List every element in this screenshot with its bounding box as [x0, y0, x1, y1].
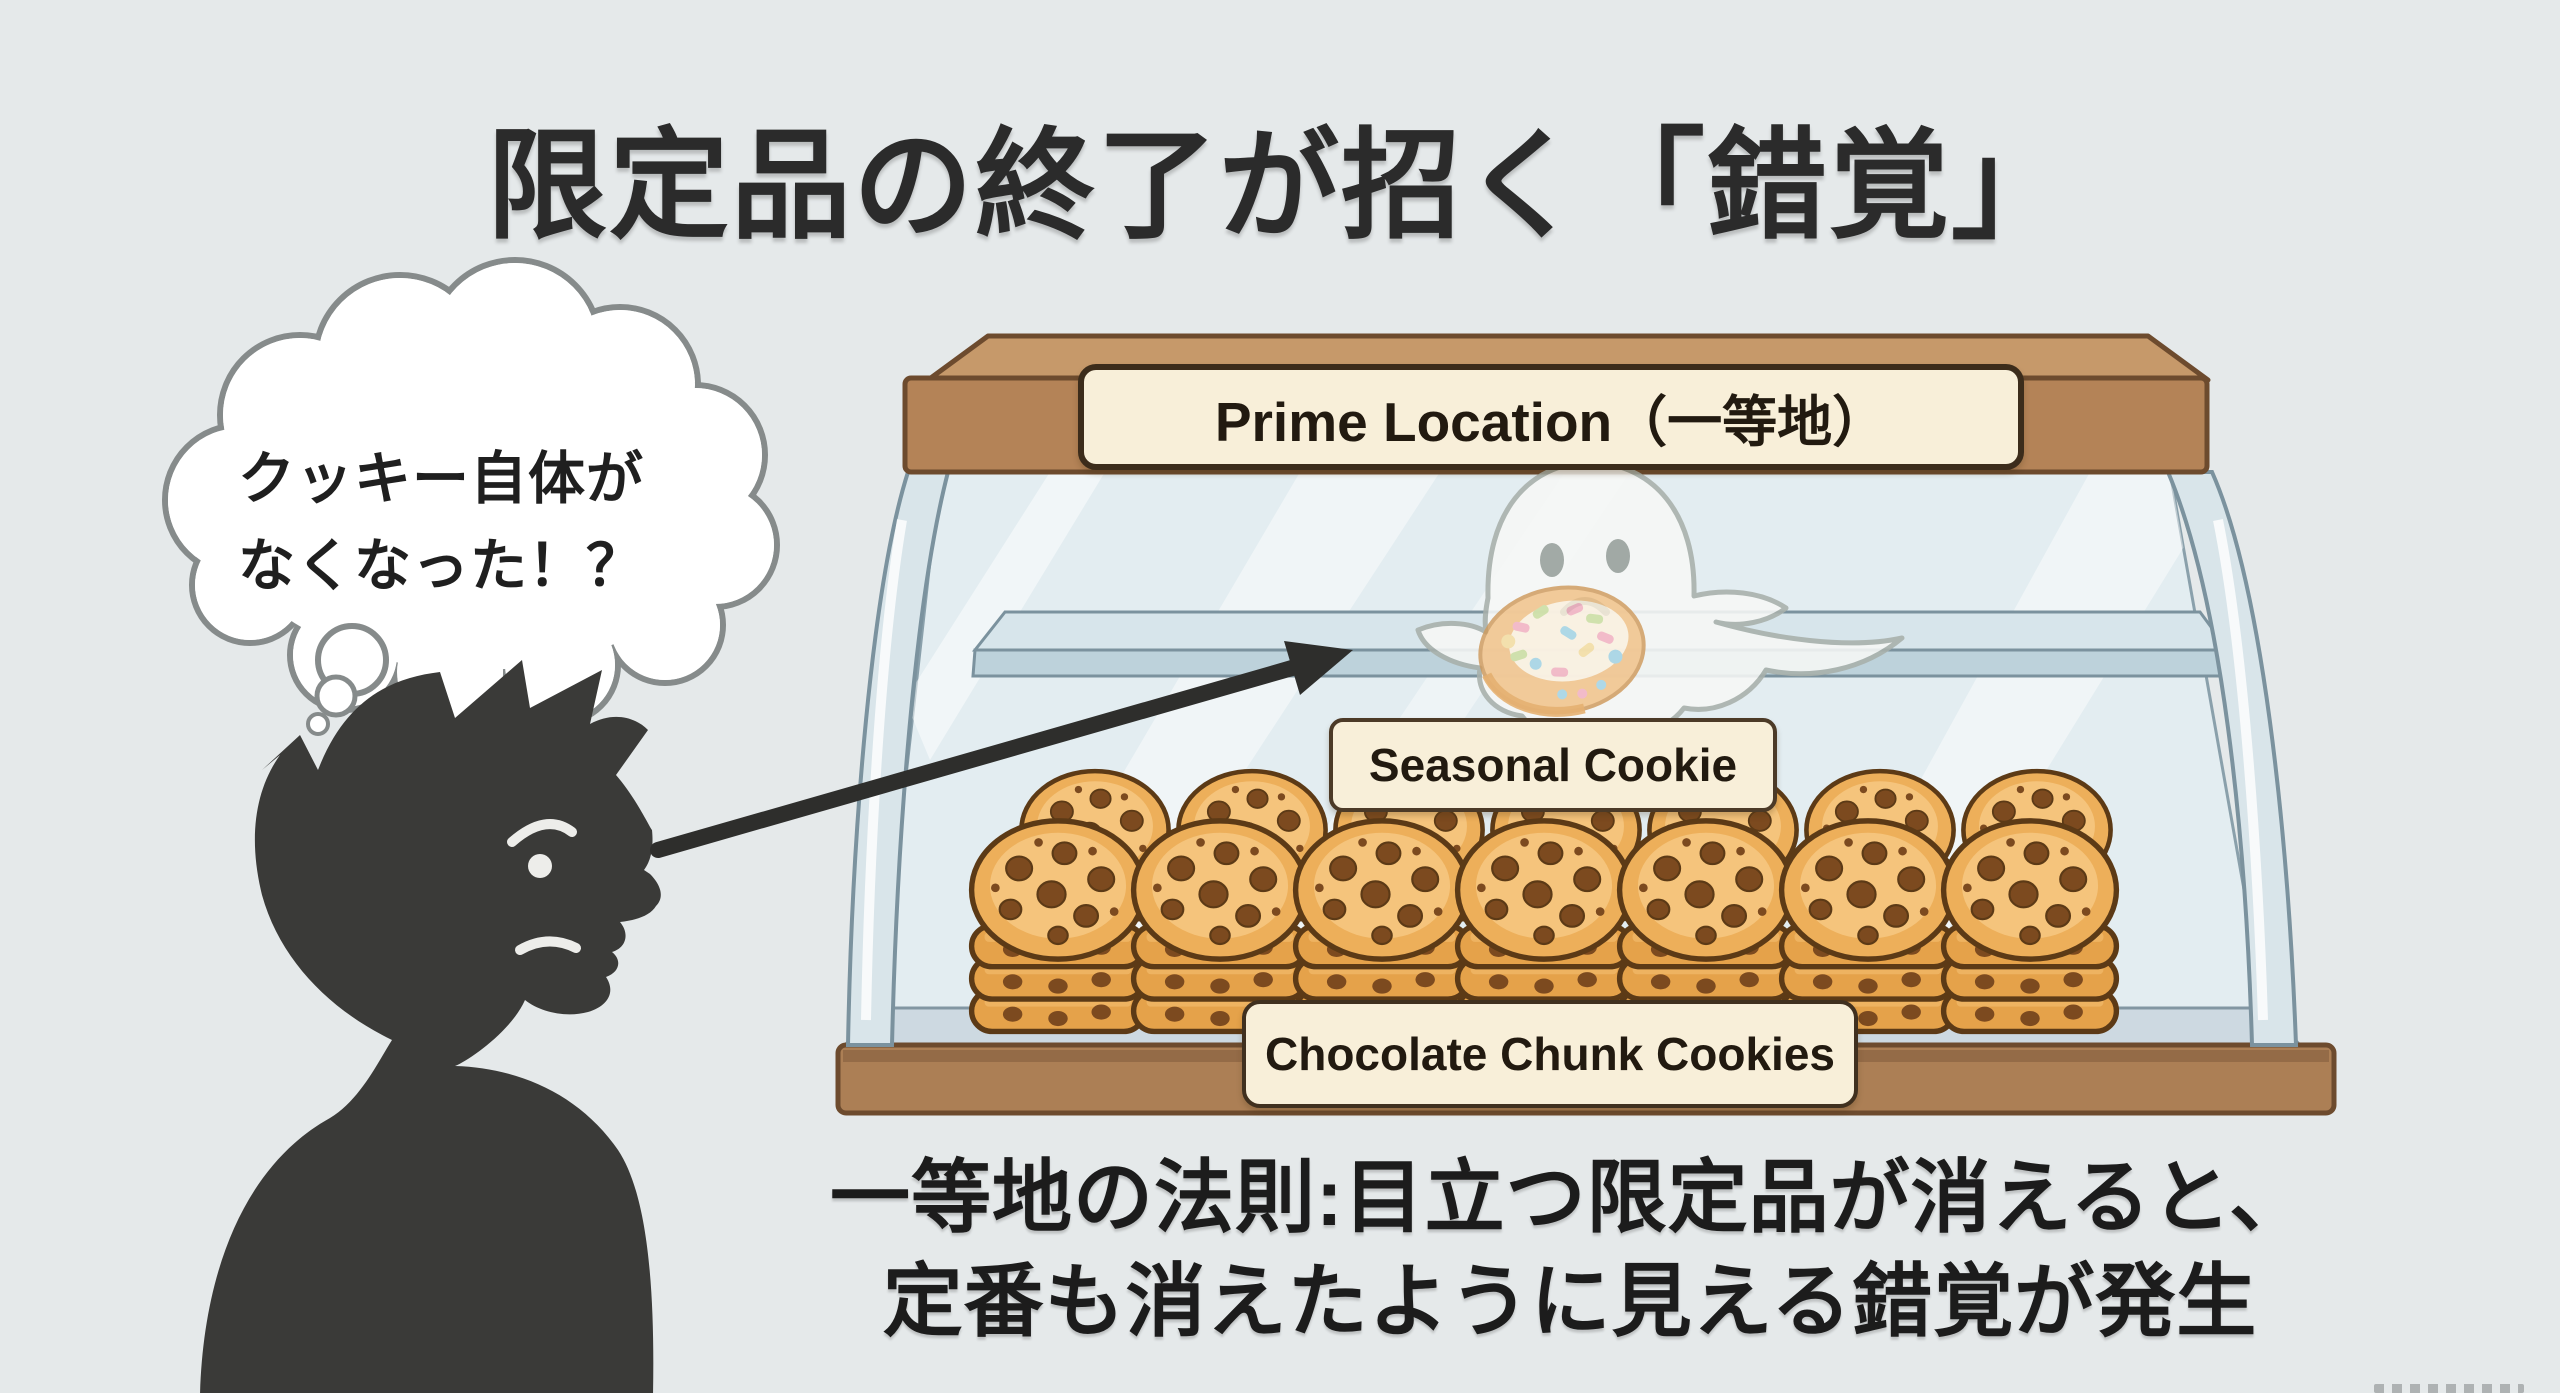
- caption-line2: 定番も消えたように見える錯覚が発生: [882, 1257, 2258, 1346]
- thought-bubble: [162, 257, 780, 736]
- thought-bubble-line1: クッキー自体が: [238, 447, 644, 511]
- worried-eyebrow: [507, 819, 577, 847]
- prime-location-sign: Prime Location（一等地）: [1078, 364, 2024, 470]
- thought-trail: [306, 623, 389, 736]
- chocolate-chunk-label: Chocolate Chunk Cookies: [1242, 1000, 1858, 1108]
- page-title: 限定品の終了が招く「錯覚」: [487, 119, 2073, 253]
- arrow-icon: [650, 641, 1353, 858]
- thought-bubble-text: クッキー自体が なくなった！？: [238, 436, 708, 609]
- frown-mouth: [515, 936, 581, 955]
- cookie-stack-icon: [1944, 821, 2117, 1032]
- cookie-stack-icon: [972, 821, 1145, 1032]
- glass-left-post: [845, 470, 951, 1047]
- person-silhouette: [200, 660, 661, 1393]
- cropped-watermark: [2374, 1384, 2524, 1393]
- seasonal-cookie-label: Seasonal Cookie: [1329, 718, 1777, 812]
- caption-line1: 一等地の法則:目立つ限定品が消えると、: [829, 1153, 2311, 1242]
- thought-bubble-line2: なくなった！？: [238, 533, 644, 598]
- caption: 一等地の法則:目立つ限定品が消えると、 定番も消えたように見える錯覚が発生: [780, 1146, 2360, 1354]
- glass-right-post: [2164, 470, 2299, 1047]
- eye-dot: [528, 854, 552, 878]
- seasonal-cookie-icon: [1478, 585, 1646, 717]
